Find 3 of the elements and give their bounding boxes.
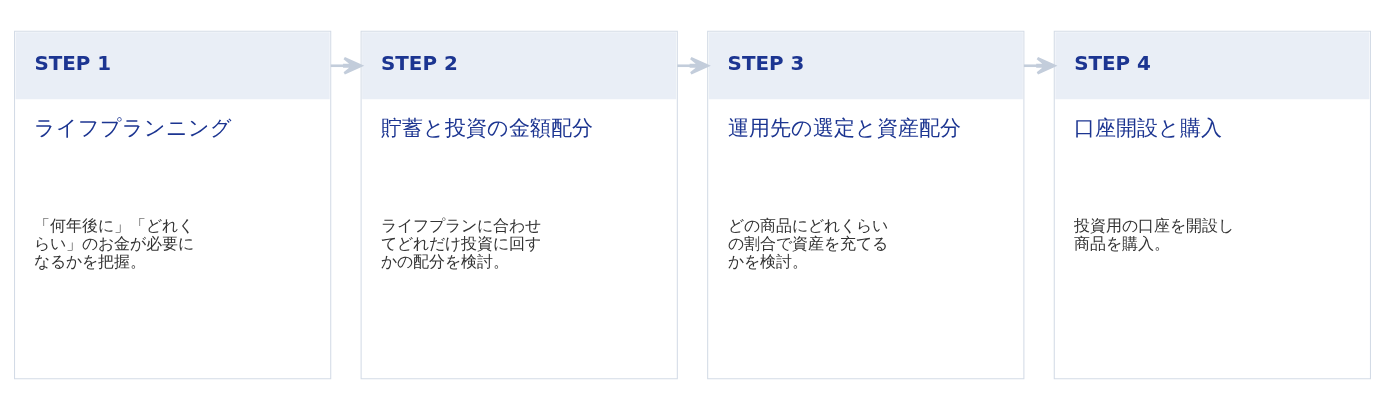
arrow <box>1023 56 1056 75</box>
arrow <box>676 56 709 75</box>
arrow <box>330 56 362 75</box>
